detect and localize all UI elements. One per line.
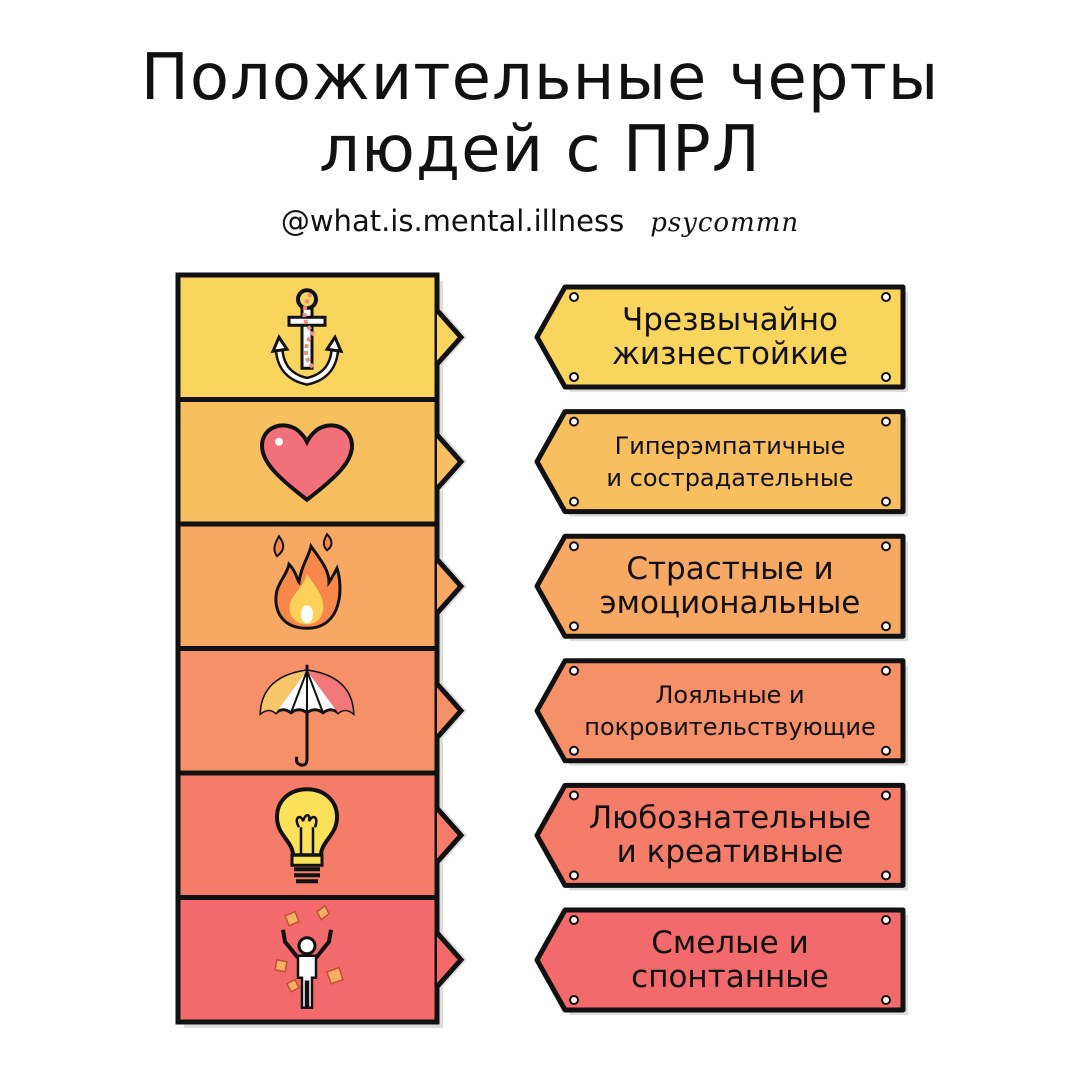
title-line-2: людей с ПРЛ (319, 113, 761, 187)
sign-nail (569, 621, 579, 632)
sign-nail (881, 995, 891, 1005)
sign-nail (569, 416, 579, 427)
sign-nail (881, 745, 891, 756)
trait-line-1: Любознательные (588, 800, 872, 837)
sign-nail (881, 790, 891, 801)
notch-arrow (435, 308, 465, 366)
trait-row (175, 895, 467, 1025)
notch-arrow (435, 682, 465, 740)
notch-arrow (435, 806, 465, 864)
trait-sign (534, 907, 906, 1013)
trait-sign (534, 533, 906, 639)
trait-line-1: Смелые и (651, 925, 809, 961)
sign-nail (569, 745, 579, 756)
sign-nail (569, 372, 579, 382)
sign-nail (881, 496, 891, 507)
umbrella-icon (259, 664, 355, 767)
trait-text: Гиперэмпатичные и сострадательные (606, 430, 853, 494)
sign-nail (569, 541, 579, 552)
sign-nail (881, 416, 891, 427)
notch-arrow (435, 931, 465, 989)
trait-line-1: Чрезвычайно (622, 302, 838, 338)
juggling-person-icon (274, 904, 344, 1009)
anchor-icon (270, 288, 344, 386)
page-title: Положительные черты людей с ПРЛ (0, 42, 1080, 186)
trait-label: Гиперэмпатичные и сострадательные (565, 412, 895, 512)
sign-nail (569, 496, 579, 507)
trait-row (175, 397, 467, 527)
lightbulb-icon (274, 787, 340, 884)
trait-line-1: Лояльные и (655, 680, 805, 709)
sign-nail (569, 292, 579, 302)
sign-nail (881, 621, 891, 632)
trait-line-2: эмоциональные (599, 585, 861, 622)
trait-line-2: и креативные (616, 834, 844, 871)
trait-line-2: покровительствующие (584, 712, 876, 741)
trait-row (175, 770, 467, 900)
trait-sign (534, 658, 906, 764)
title-line-1: Положительные черты (140, 41, 940, 115)
sign-nail (881, 292, 891, 302)
sign-nail (569, 870, 579, 881)
trait-row (175, 646, 467, 776)
sign-nail (569, 665, 579, 676)
fire-icon (273, 532, 342, 630)
trait-sign (534, 409, 906, 515)
trait-sign (534, 782, 906, 888)
notch-arrow (435, 557, 465, 615)
trait-row (175, 272, 467, 402)
notch-arrow (435, 433, 465, 491)
signature: psycommn (650, 208, 800, 238)
trait-line-2: спонтанные (631, 959, 829, 995)
trait-line-2: и сострадательные (606, 463, 854, 492)
trait-line-2: жизнестойкие (611, 336, 849, 372)
sign-nail (569, 915, 579, 925)
sign-nail (569, 995, 579, 1005)
trait-line-1: Гиперэмпатичные (614, 431, 846, 460)
sign-nail (881, 541, 891, 552)
sign-nail (569, 790, 579, 801)
sign-nail (881, 915, 891, 925)
author-handle: @what.is.mental.illness (280, 204, 625, 238)
trait-line-1: Страстные и (626, 551, 834, 588)
trait-row (175, 521, 467, 651)
trait-text: Лояльные и покровительствующие (584, 679, 875, 743)
heart-icon (259, 423, 355, 503)
sign-nail (881, 372, 891, 382)
trait-label: Лояльные и покровительствующие (565, 661, 895, 761)
sign-nail (881, 665, 891, 676)
sign-nail (881, 870, 891, 881)
subtitle: @what.is.mental.illness psycommn (0, 204, 1080, 238)
trait-sign (534, 284, 906, 390)
